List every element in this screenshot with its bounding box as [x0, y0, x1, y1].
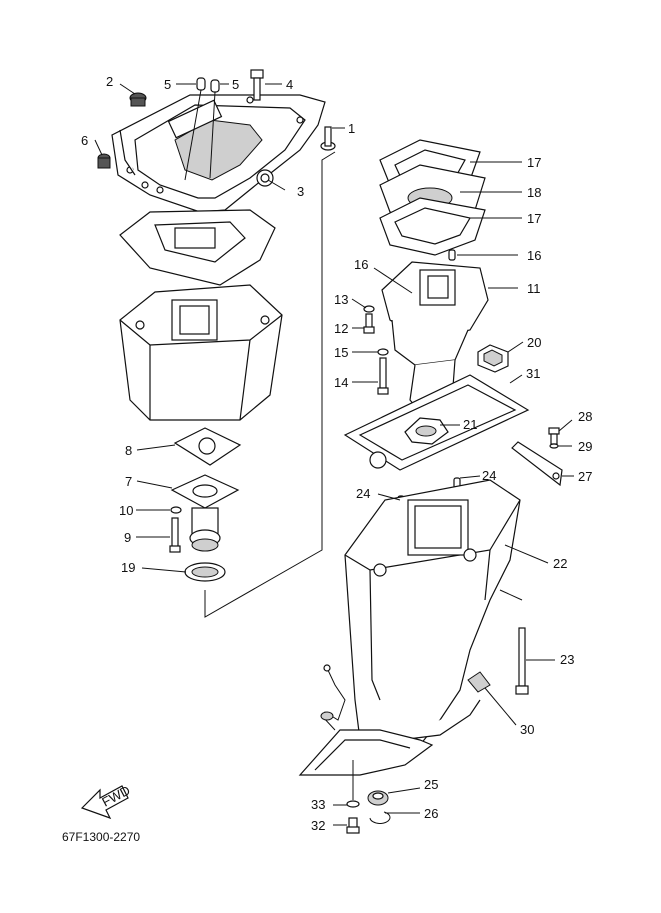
callout-29: 29 — [578, 439, 592, 454]
dowel-pin-part[interactable] — [448, 249, 456, 261]
callout-10: 10 — [119, 503, 133, 518]
forward-arrow-icon: FWD — [80, 783, 133, 820]
rubber-seal-part[interactable] — [477, 344, 509, 373]
bolt-part[interactable] — [377, 357, 389, 395]
diagram-code: 67F1300-2270 — [62, 830, 140, 844]
bolt-part[interactable] — [363, 313, 375, 334]
callout-30: 30 — [520, 722, 534, 737]
callout-4: 4 — [286, 77, 293, 92]
callout-9: 9 — [124, 530, 131, 545]
stud-bolt-part[interactable] — [515, 627, 529, 695]
callout-33: 33 — [311, 797, 325, 812]
callout-16: 16 — [527, 248, 541, 263]
callout-31: 31 — [526, 366, 540, 381]
washer-part[interactable] — [170, 506, 182, 514]
callout-16: 16 — [354, 257, 368, 272]
exhaust-manifold-part[interactable] — [381, 261, 489, 413]
dowel-pin-part[interactable] — [196, 77, 206, 91]
callout-18: 18 — [527, 185, 541, 200]
bolt-part[interactable] — [346, 817, 360, 834]
leader-lines — [94, 83, 574, 826]
oil-seal-part[interactable] — [184, 562, 226, 582]
callout-23: 23 — [560, 652, 574, 667]
callout-3: 3 — [297, 184, 304, 199]
plug-part[interactable] — [97, 153, 111, 169]
callout-11: 11 — [527, 281, 541, 296]
callout-6: 6 — [81, 133, 88, 148]
callout-14: 14 — [334, 375, 348, 390]
callout-17: 17 — [527, 155, 541, 170]
wire-harness-part[interactable] — [320, 664, 346, 731]
callout-5: 5 — [232, 77, 239, 92]
callout-7: 7 — [125, 474, 132, 489]
lower-case-part[interactable] — [344, 479, 521, 761]
callout-13: 13 — [334, 292, 348, 307]
callout-12: 12 — [334, 321, 348, 336]
callout-labels: 1 2 3 4 5 5 6 7 8 9 10 11 12 13 14 15 16… — [81, 74, 592, 833]
callout-26: 26 — [424, 806, 438, 821]
bolt-part[interactable] — [169, 517, 181, 553]
circlip-part[interactable] — [369, 811, 391, 824]
callout-1: 1 — [348, 121, 355, 136]
washer-part[interactable] — [549, 443, 559, 449]
callout-24: 24 — [482, 468, 496, 483]
dowel-pin-part[interactable] — [210, 79, 220, 93]
gasket-part[interactable] — [379, 197, 486, 256]
callout-27: 27 — [578, 469, 592, 484]
callout-20: 20 — [527, 335, 541, 350]
washer-part[interactable] — [346, 800, 360, 808]
assembly-boundary-line — [499, 589, 523, 601]
gasket-part[interactable] — [173, 427, 242, 466]
callout-24: 24 — [356, 486, 370, 501]
upper-casing-plate-part[interactable] — [111, 94, 326, 213]
oil-pan-part[interactable] — [119, 284, 283, 421]
plug-part[interactable] — [129, 92, 147, 107]
callout-8: 8 — [125, 443, 132, 458]
exhaust-guide-part[interactable] — [170, 474, 240, 552]
bolt-part[interactable] — [320, 126, 336, 151]
bolt-part[interactable] — [250, 69, 264, 101]
callout-17: 17 — [527, 211, 541, 226]
callout-19: 19 — [121, 560, 135, 575]
seal-part[interactable] — [404, 417, 449, 445]
callout-25: 25 — [424, 777, 438, 792]
anode-part[interactable] — [467, 671, 491, 693]
callout-21: 21 — [463, 417, 477, 432]
fwd-label: FWD — [99, 783, 132, 810]
washer-part[interactable] — [363, 305, 375, 313]
callout-22: 22 — [553, 556, 567, 571]
callout-15: 15 — [334, 345, 348, 360]
bolt-part[interactable] — [548, 427, 560, 445]
assembly-boundary-line — [204, 151, 336, 618]
cover-plate-part[interactable] — [511, 441, 563, 487]
nut-part[interactable] — [367, 790, 389, 806]
anti-cavitation-plate-part[interactable] — [298, 729, 434, 776]
washer-part[interactable] — [377, 348, 389, 356]
callout-28: 28 — [578, 409, 592, 424]
callout-32: 32 — [311, 818, 325, 833]
callout-5: 5 — [164, 77, 171, 92]
callout-2: 2 — [106, 74, 113, 89]
